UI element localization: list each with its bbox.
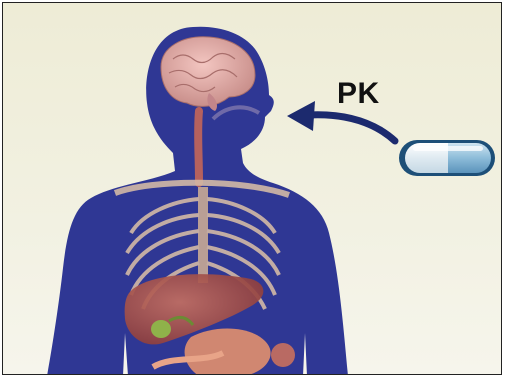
pk-label: PK	[337, 77, 380, 111]
diagram-frame: PK	[2, 2, 502, 375]
pill-capsule-icon	[399, 140, 495, 176]
human-body-illustration	[3, 3, 502, 375]
